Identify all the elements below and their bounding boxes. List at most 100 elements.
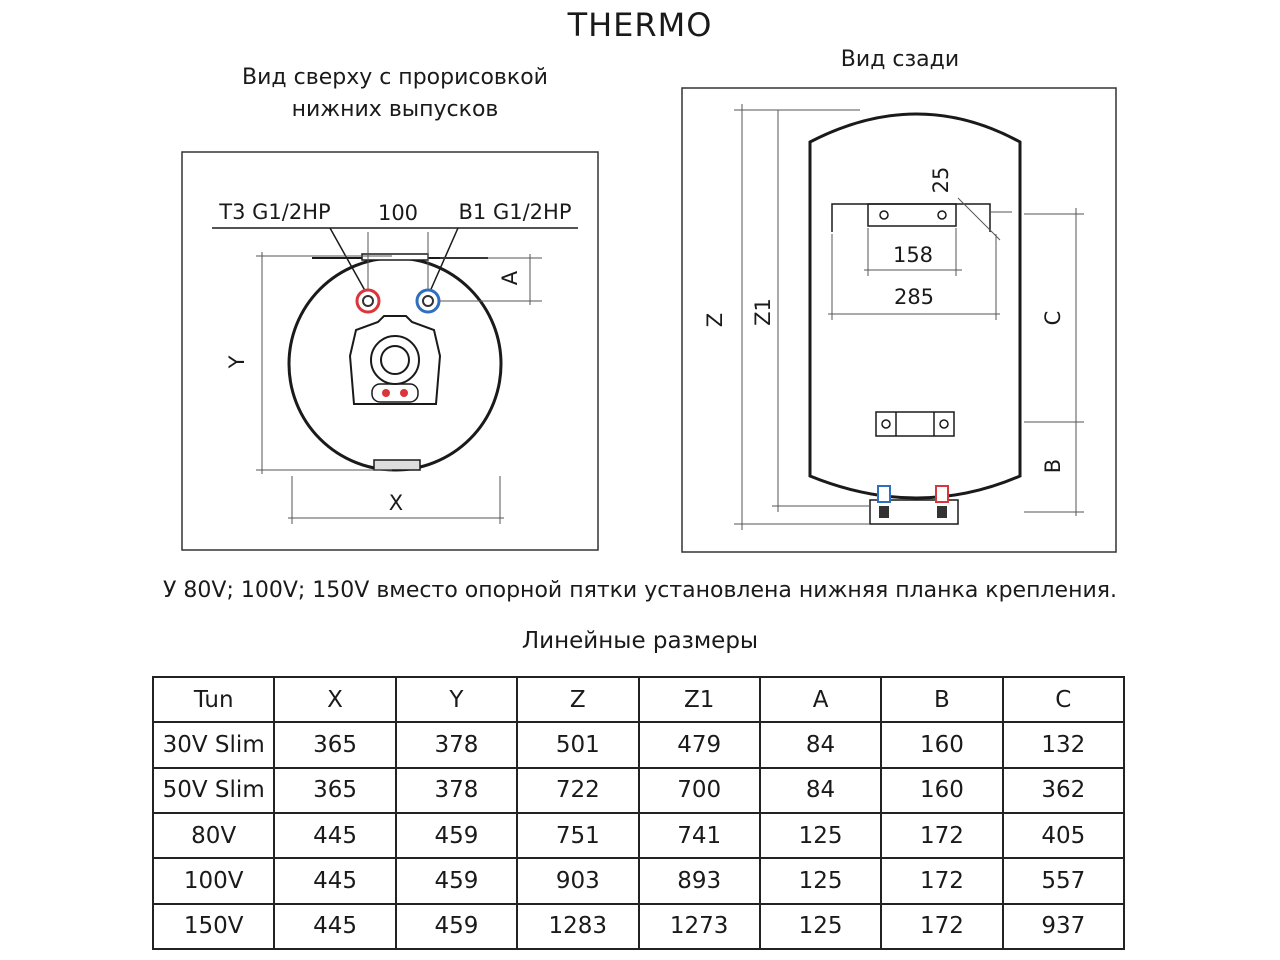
table-cell: 751 [516,811,640,860]
dim-a-label: A [498,270,522,285]
table-row: 80V 445 459 751 741 125 172 405 [151,811,1126,860]
table-cell: 125 [758,811,883,860]
heater-flange [370,335,420,385]
table-cell: 1283 [516,902,640,951]
table-cell: 125 [758,857,883,905]
table-header: Z1 [637,675,761,724]
table-cell: 50V Slim [151,766,276,814]
bolt-icon [939,419,949,429]
dim-x-label: X [389,491,403,515]
table-row: 30V Slim 365 378 501 479 84 160 132 [151,721,1126,769]
table-header: B [880,675,1004,724]
top-view-caption-line1: Вид сверху с прорисовкой [242,65,548,90]
hot-leader [329,227,369,297]
table-cell: 30V Slim [151,721,276,769]
cold-leader [427,227,459,297]
table-cell: 172 [880,857,1004,905]
top-view-caption: Вид сверху с прорисовкой нижних выпусков [230,62,560,126]
dimensions-table: Tun X Y Z Z1 A B C 30V Slim 365 378 501 … [151,675,1126,951]
top-bracket-plate [867,203,957,227]
table-cell: 700 [637,766,761,814]
indicator-light-icon [400,389,408,397]
table-cell: 459 [394,811,519,860]
table-cell: 445 [273,902,397,951]
table-cell: 459 [394,902,519,951]
mounting-note: У 80V; 100V; 150V вместо опорной пятки у… [163,578,1117,603]
dim-25-leader [957,197,1001,241]
control-housing [348,315,442,405]
dim-100-label: 100 [378,201,418,225]
table-cell: 1273 [637,902,761,951]
table-caption: Линейные размеры [521,628,759,654]
hot-outlet-label: T3 G1/2HP [218,200,330,224]
table-cell: 722 [516,766,640,814]
support-foot [373,459,421,471]
top-bracket [831,203,991,232]
table-cell: 100V [151,857,276,905]
table-cell: 125 [758,902,883,951]
table-header: Y [394,675,519,724]
table-cell: 405 [1001,811,1126,860]
indicator-light-icon [382,389,390,397]
table-cell: 741 [637,811,761,860]
table-cell: 903 [516,857,640,905]
table-cell: 378 [394,721,519,769]
cold-pipe-icon [877,485,891,503]
table-cell: 172 [880,811,1004,860]
table-cell: 459 [394,857,519,905]
tank-body [808,112,1022,500]
table-cell: 84 [758,766,883,814]
table-cell: 160 [880,721,1004,769]
table-header: Tun [151,675,276,724]
table-header: X [273,675,397,724]
dim-158-label: 158 [893,243,933,267]
table-cell: 893 [637,857,761,905]
table-cell: 378 [394,766,519,814]
table-row: 50V Slim 365 378 722 700 84 160 362 [151,766,1126,814]
table-row: 150V 445 459 1283 1273 125 172 937 [151,902,1126,951]
table-cell: 445 [273,811,397,860]
table-cell: 557 [1001,857,1126,905]
heater-core [380,345,410,375]
table-header: A [758,675,883,724]
table-header-row: Tun X Y Z Z1 A B C [151,675,1126,724]
top-view-frame [181,151,599,551]
table-cell: 160 [880,766,1004,814]
indicator-panel [371,383,419,403]
page-title: THERMO [567,6,713,44]
dim-z-label: Z [703,313,727,327]
bottom-bracket [875,411,955,437]
table-cell: 84 [758,721,883,769]
table-cell: 937 [1001,902,1126,951]
table-cell: 132 [1001,721,1126,769]
table-cell: 501 [516,721,640,769]
back-view-frame [681,87,1117,553]
hot-pipe-icon [935,485,949,503]
back-view: 25 158 285 Z Z1 C B [681,87,1117,553]
table-row: 100V 445 459 903 893 125 172 557 [151,857,1126,905]
table-cell: 80V [151,811,276,860]
pipe-thread-icon [937,506,947,518]
mount-strip [361,253,429,261]
table-cell: 365 [273,766,397,814]
table-cell: 150V [151,902,276,951]
table-cell: 365 [273,721,397,769]
top-view-caption-line2: нижних выпусков [291,97,499,122]
dim-c-label: C [1041,311,1065,326]
table-cell: 445 [273,857,397,905]
pipe-thread-icon [879,506,889,518]
table-cell: 172 [880,902,1004,951]
dim-285-label: 285 [894,285,934,309]
bolt-icon [881,419,891,429]
back-view-caption: Вид сзади [840,47,960,72]
table-header: Z [516,675,640,724]
bolt-icon [879,210,889,220]
table-cell: 362 [1001,766,1126,814]
cold-inlet-label: B1 G1/2HP [459,200,572,224]
hot-pipe-inner [362,295,374,307]
dim-z1-label: Z1 [751,298,775,326]
cold-pipe-inner [422,295,434,307]
bolt-icon [937,210,947,220]
table-header: C [1001,675,1126,724]
dim-y-label: Y [225,355,249,369]
